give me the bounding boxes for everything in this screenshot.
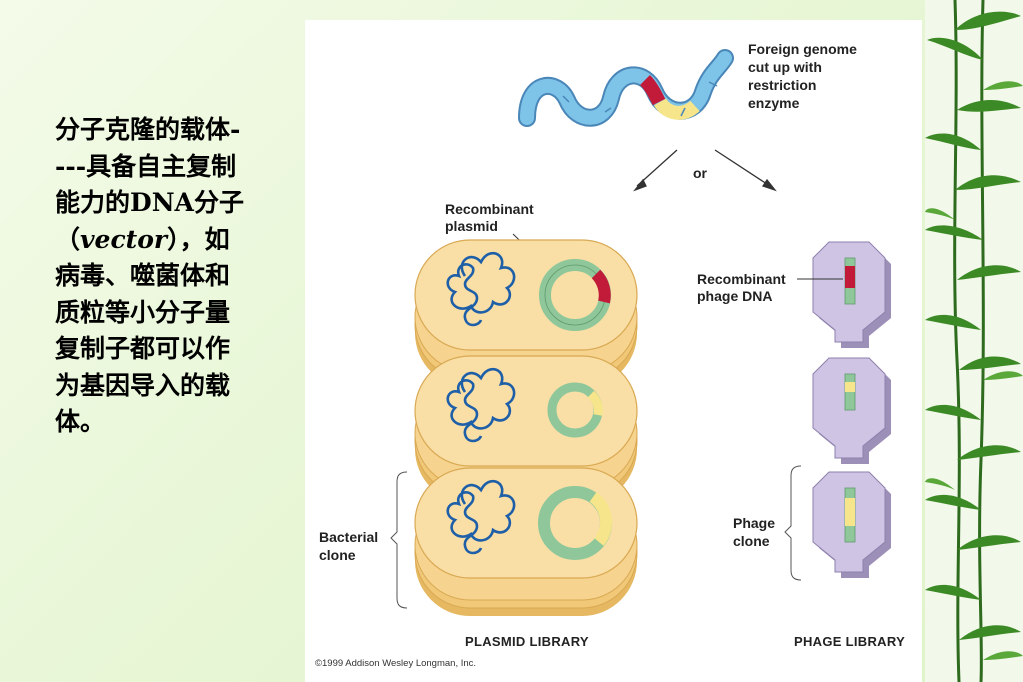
- label-line: clone: [733, 533, 770, 549]
- text-line: DNA: [130, 188, 194, 217]
- label-line: Foreign genome: [748, 41, 857, 57]
- phage-library-caption: PHAGE LIBRARY: [794, 634, 905, 649]
- foreign-genome-dna: [518, 49, 734, 127]
- text-line: （: [55, 224, 81, 254]
- label-line: enzyme: [748, 95, 800, 111]
- recombinant-phage-label: Recombinant phage DNA: [697, 271, 843, 304]
- split-arrows: [633, 149, 777, 192]
- text-line: 分子克隆的载体-: [55, 115, 241, 144]
- label-line: plasmid: [445, 218, 498, 234]
- label-line: Phage: [733, 515, 775, 531]
- plasmid-library-caption: PLASMID LIBRARY: [465, 634, 589, 649]
- text-line: ），如: [167, 224, 230, 254]
- foreign-genome-label: Foreign genome cut up with restriction e…: [748, 41, 857, 111]
- vector-term: vector: [80, 224, 168, 254]
- svg-text:Foreign genome: Foreign genome: [748, 41, 857, 57]
- label-line: Recombinant: [445, 201, 534, 217]
- label-line: clone: [319, 547, 356, 563]
- text-line: 病毒、噬菌体和: [55, 261, 231, 290]
- bacterial-cell-3: [414, 467, 638, 616]
- label-line: restriction: [748, 77, 816, 93]
- text-line: 复制子都可以作: [55, 334, 231, 363]
- cloning-figure: Foreign genome cut up with restriction e…: [305, 20, 922, 682]
- svg-text:enzyme: enzyme: [748, 95, 800, 111]
- bamboo-decoration: [925, 0, 1023, 682]
- phage-1: [812, 241, 892, 349]
- text-line: 质粒等小分子量: [55, 297, 231, 327]
- slide-body-text: 分子克隆的载体- ---具备自主复制 能力的DNA分子 （vector），如 病…: [55, 112, 285, 441]
- bacterial-clone-bracket: Bacterial clone: [319, 471, 408, 609]
- text-line: 分子: [193, 188, 244, 217]
- label-line: Bacterial: [319, 529, 378, 545]
- text-line: 能力的: [55, 188, 131, 217]
- text-line: 为基因导入的载: [55, 370, 231, 400]
- phage-3: [812, 471, 892, 579]
- phage-clone-bracket: Phage clone: [733, 465, 802, 581]
- label-line: phage DNA: [697, 288, 772, 304]
- svg-text:restriction: restriction: [748, 77, 816, 93]
- cloning-diagram-svg: Foreign genome cut up with restriction e…: [315, 41, 905, 669]
- text-line: 体。: [55, 407, 106, 436]
- text-line: ---具备自主复制: [55, 151, 237, 181]
- phage-2: [812, 357, 892, 465]
- label-line: cut up with: [748, 59, 822, 75]
- or-label: or: [693, 165, 708, 181]
- svg-text:cut up with: cut up with: [748, 59, 822, 75]
- copyright-notice: ©1999 Addison Wesley Longman, Inc.: [315, 658, 476, 669]
- label-line: Recombinant: [697, 271, 786, 287]
- bacterial-cell-1: [414, 239, 638, 388]
